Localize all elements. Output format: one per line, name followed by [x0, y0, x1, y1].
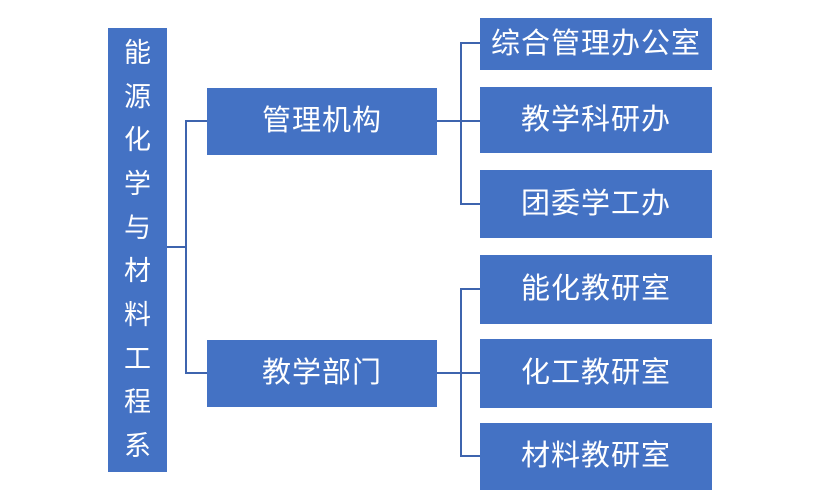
connector-teaching-out: [437, 372, 480, 374]
connector-root-rail: [185, 120, 187, 374]
leaf-node-general-office: 综合管理办公室: [480, 18, 712, 70]
leaf-node-energy-chem-staffroom: 能化教研室: [480, 255, 712, 324]
branch-node-teaching: 教学部门: [207, 340, 437, 407]
leaf-node-chem-eng-staffroom: 化工教研室: [480, 339, 712, 408]
leaf-node-materials-staffroom: 材料教研室: [480, 423, 712, 490]
connector-to-energy-chem-staffroom: [460, 288, 480, 290]
connector-to-teaching: [185, 372, 207, 374]
connector-to-materials-staffroom: [460, 455, 480, 457]
root-node-label: 能源化学与材料工程系: [124, 38, 151, 461]
branch-node-management: 管理机构: [207, 88, 437, 155]
leaf-node-label: 化工教研室: [520, 357, 671, 389]
connector-to-youth-league-office: [460, 203, 480, 205]
connector-to-management: [185, 120, 207, 122]
leaf-node-teaching-research-office: 教学科研办: [480, 87, 712, 153]
leaf-node-label: 团委学工办: [520, 187, 671, 220]
leaf-node-label: 教学科研办: [520, 103, 671, 136]
connector-management-rail: [460, 42, 462, 205]
leaf-node-label: 材料教研室: [520, 440, 671, 472]
branch-node-label: 教学部门: [261, 357, 382, 389]
connector-management-out: [437, 120, 480, 122]
root-node-department: 能源化学与材料工程系: [108, 28, 167, 472]
connector-teaching-rail: [460, 288, 462, 457]
leaf-node-label: 能化教研室: [520, 273, 671, 305]
leaf-node-label: 综合管理办公室: [490, 27, 701, 60]
branch-node-label: 管理机构: [261, 105, 382, 137]
leaf-node-youth-league-office: 团委学工办: [480, 170, 712, 238]
connector-root-out: [167, 246, 186, 248]
connector-to-general-office: [460, 42, 480, 44]
